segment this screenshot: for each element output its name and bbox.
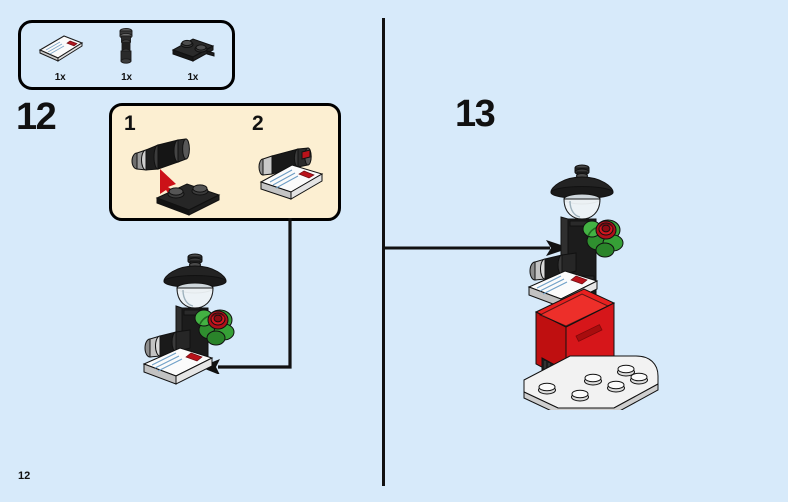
part-quantity-label: 1x bbox=[187, 72, 199, 83]
step-13-model bbox=[518, 158, 670, 410]
substep-2-art bbox=[252, 144, 332, 211]
page-number: 12 bbox=[18, 470, 31, 482]
step-number-12: 12 bbox=[16, 96, 57, 138]
part-item-black-plate: 1x bbox=[163, 23, 223, 83]
substep-callout-box: 1 2 bbox=[109, 103, 341, 221]
lamp-post-icon bbox=[96, 23, 156, 71]
step-transition-arrow bbox=[384, 240, 572, 256]
part-item-lamp-post: 1x bbox=[96, 23, 156, 83]
substep-label-1: 1 bbox=[124, 112, 136, 135]
part-quantity-label: 1x bbox=[121, 72, 132, 83]
substep-label-2: 2 bbox=[252, 112, 264, 135]
envelope-tile-icon bbox=[30, 23, 90, 71]
substep-1-art bbox=[124, 128, 239, 221]
parts-inventory-box: 1x bbox=[18, 20, 235, 90]
part-item-envelope-tile: 1x bbox=[30, 23, 90, 83]
part-quantity-label: 1x bbox=[54, 72, 66, 83]
step-number-13: 13 bbox=[455, 93, 496, 135]
panel-divider bbox=[382, 18, 385, 486]
step-12-model bbox=[138, 248, 253, 394]
black-plate-icon bbox=[163, 23, 223, 71]
